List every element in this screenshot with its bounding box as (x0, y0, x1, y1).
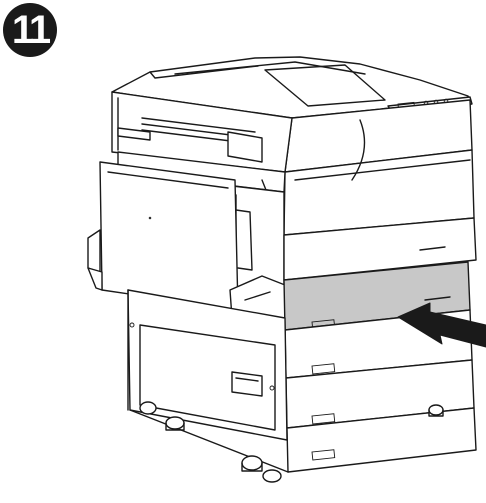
printer-top-cover (111, 56, 471, 119)
step-number-badge: 11 (3, 3, 57, 57)
casters (139, 401, 444, 483)
left-upper-unit (111, 91, 293, 211)
step-number: 11 (11, 8, 51, 52)
lower-stand (127, 289, 289, 473)
printer-main-body (283, 99, 475, 241)
arrow-left-icon (397, 302, 486, 348)
paper-trays (283, 217, 477, 473)
